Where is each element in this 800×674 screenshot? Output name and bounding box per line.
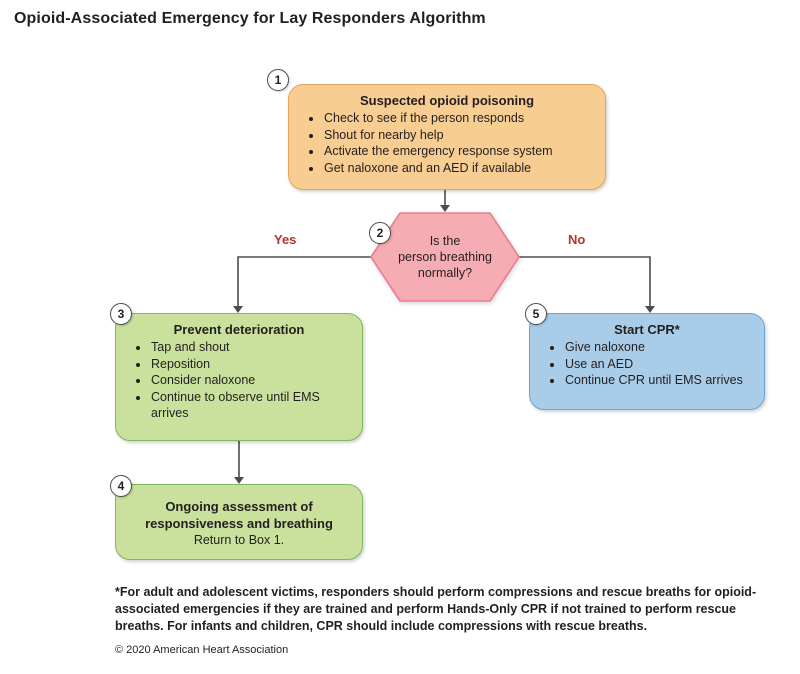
bullet-item: Consider naloxone (150, 372, 352, 389)
node-decision-breathing-normally: Is the person breathing normally? (370, 212, 520, 302)
bullet-item: Get naloxone and an AED if available (323, 160, 595, 177)
bullet-item: Give naloxone (564, 339, 754, 356)
node-title: Prevent deterioration (173, 322, 305, 337)
arrowhead (645, 306, 655, 313)
hexagon-shape (370, 212, 520, 302)
step-number-3: 3 (110, 303, 132, 325)
node-start-cpr: Start CPR* Give naloxone Use an AED Cont… (529, 313, 765, 410)
bullet-item: Continue CPR until EMS arrives (564, 372, 754, 389)
bullet-item: Tap and shout (150, 339, 352, 356)
node-ongoing-assessment: Ongoing assessment of responsiveness and… (115, 484, 363, 560)
bullet-item: Reposition (150, 356, 352, 373)
step-number-5: 5 (525, 303, 547, 325)
connector-decision-to-box3 (237, 256, 371, 307)
branch-label-no: No (568, 232, 586, 247)
bullet-item: Continue to observe until EMS arrives (150, 389, 352, 422)
bullet-item: Use an AED (564, 356, 754, 373)
step-number-2: 2 (369, 222, 391, 244)
node-title: Start CPR* (614, 322, 680, 337)
connector-decision-to-box5 (519, 256, 651, 307)
arrowhead (234, 477, 244, 484)
step-number-1: 1 (267, 69, 289, 91)
footnote: *For adult and adolescent victims, respo… (115, 585, 757, 633)
branch-label-yes: Yes (274, 232, 297, 247)
page-title: Opioid-Associated Emergency for Lay Resp… (14, 10, 486, 27)
bullet-list: Check to see if the person responds Shou… (299, 110, 595, 176)
bullet-item: Shout for nearby help (323, 127, 595, 144)
copyright: © 2020 American Heart Association (115, 644, 289, 656)
decision-text: Is the person breathing normally? (398, 233, 492, 281)
node-prevent-deterioration: Prevent deterioration Tap and shout Repo… (115, 313, 363, 441)
bullet-list: Tap and shout Reposition Consider naloxo… (126, 339, 352, 422)
node-title: Ongoing assessment of responsiveness and… (145, 499, 333, 531)
arrowhead (233, 306, 243, 313)
step-number-4: 4 (110, 475, 132, 497)
node-subtitle: Return to Box 1. (193, 532, 285, 547)
bullet-list: Give naloxone Use an AED Continue CPR un… (540, 339, 754, 389)
node-title: Suspected opioid poisoning (359, 93, 535, 108)
bullet-item: Activate the emergency response system (323, 143, 595, 160)
node-suspected-opioid-poisoning: Suspected opioid poisoning Check to see … (288, 84, 606, 190)
arrowhead (440, 205, 450, 212)
bullet-item: Check to see if the person responds (323, 110, 595, 127)
